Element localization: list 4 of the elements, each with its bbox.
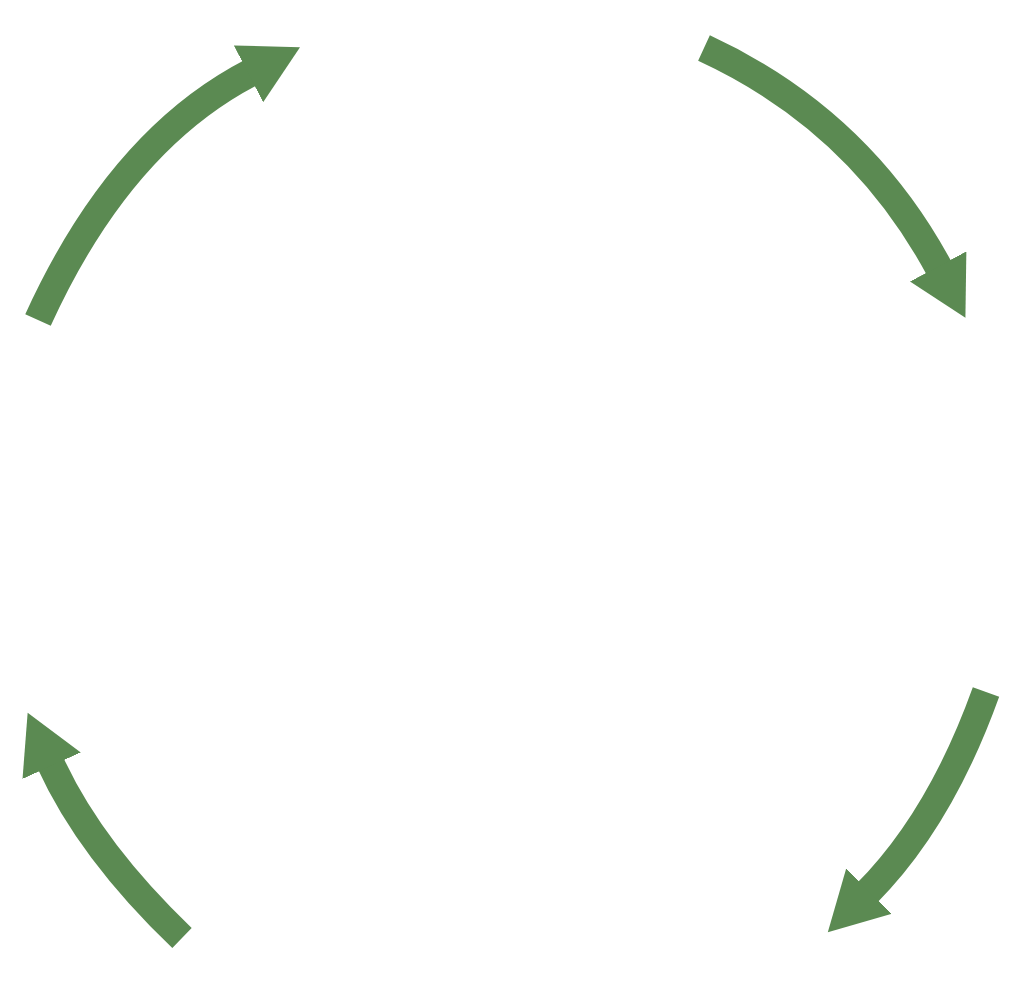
curved-arrow [828,687,1000,934]
curved-arrow [22,713,192,948]
curved-arrow [25,45,300,327]
curved-arrow [697,35,967,317]
